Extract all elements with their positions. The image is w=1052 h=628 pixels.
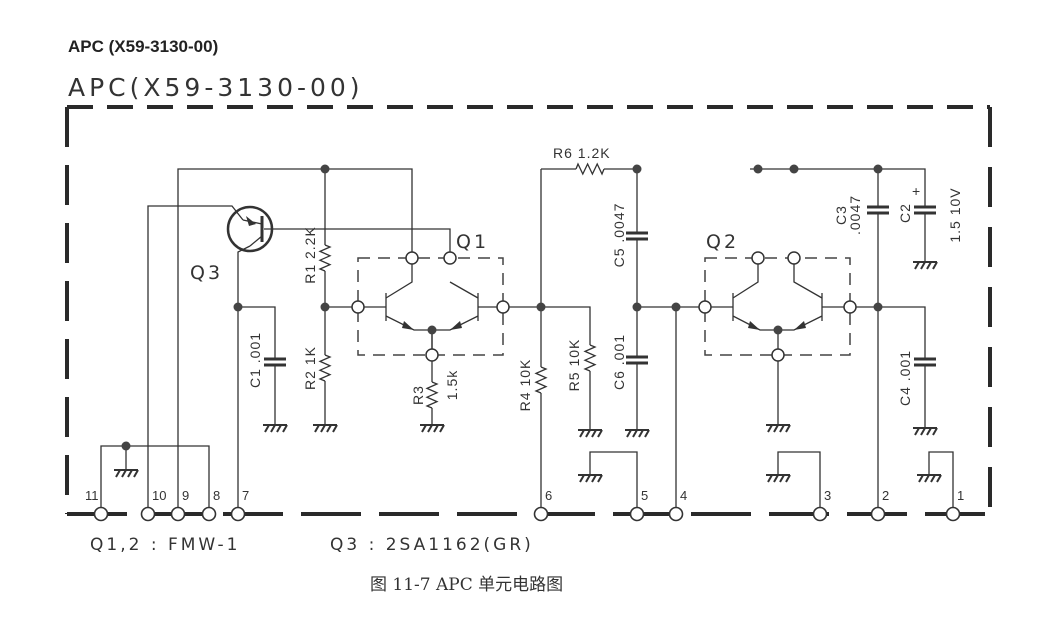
r1-label: R1 2.2K xyxy=(302,226,318,284)
r3-resistor-icon xyxy=(425,381,439,409)
transistor-pin-terminal xyxy=(787,251,801,265)
pin-number-label: 1 xyxy=(957,488,964,503)
c6-label: C6 .001 xyxy=(611,334,627,390)
junction-dot xyxy=(320,164,330,174)
r3-value-label: 1.5k xyxy=(444,370,460,400)
ground-icon xyxy=(917,474,942,483)
figure-caption: 图 11-7 APC 单元电路图 xyxy=(370,575,563,595)
junction-dot xyxy=(233,302,243,312)
ground-icon xyxy=(766,474,791,483)
c4-label: C4 .001 xyxy=(897,350,913,406)
r6-resistor-icon xyxy=(575,162,605,176)
connector-pin-1 xyxy=(945,506,961,522)
pin-number-label: 8 xyxy=(213,488,220,503)
r2-label: R2 1K xyxy=(302,346,318,390)
transistor-pin-terminal xyxy=(843,300,857,314)
c5-capacitor-icon xyxy=(626,231,648,241)
c2-polarity: + xyxy=(912,183,921,199)
r2-resistor-icon xyxy=(318,354,332,382)
transistor-pin-terminal xyxy=(496,300,510,314)
c3-capacitor-icon xyxy=(867,205,889,215)
junction-dot xyxy=(773,325,783,335)
q12-part-number: Q1,2 : FMW-1 xyxy=(90,535,240,555)
connector-pin-4 xyxy=(668,506,684,522)
ground-icon xyxy=(420,424,445,433)
q2-label: Q2 xyxy=(706,231,739,253)
c5-label: C5 .0047 xyxy=(611,203,627,268)
c2-capacitor-icon xyxy=(914,205,936,215)
c1-capacitor-icon xyxy=(264,357,286,367)
c4-capacitor-icon xyxy=(914,357,936,367)
connector-pin-6 xyxy=(533,506,549,522)
connector-pin-7 xyxy=(230,506,246,522)
ground-icon xyxy=(313,424,338,433)
pin-number-label: 5 xyxy=(641,488,648,503)
c1-label: C1 .001 xyxy=(247,332,263,388)
connector-pin-3 xyxy=(812,506,828,522)
junction-dot xyxy=(873,302,883,312)
junction-dot xyxy=(873,164,883,174)
transistor-pin-terminal xyxy=(698,300,712,314)
pin-number-label: 2 xyxy=(882,488,889,503)
transistor-pin-terminal xyxy=(751,251,765,265)
pin-number-label: 11 xyxy=(85,488,99,503)
r6-label: R6 1.2K xyxy=(553,145,611,161)
r3-label: R3 xyxy=(410,385,426,405)
c6-capacitor-icon xyxy=(626,355,648,365)
pin-number-label: 3 xyxy=(824,488,831,503)
transistor-pin-terminal xyxy=(351,300,365,314)
connector-pin-5 xyxy=(629,506,645,522)
connector-pin-9 xyxy=(170,506,186,522)
junction-dot xyxy=(671,302,681,312)
pin-number-label: 10 xyxy=(152,488,166,503)
page-title: APC (X59-3130-00) xyxy=(68,37,218,56)
ground-icon xyxy=(913,427,938,436)
junction-dot xyxy=(536,302,546,312)
junction-dot xyxy=(427,325,437,335)
connector-pin-10 xyxy=(140,506,156,522)
c2-label: C2 xyxy=(897,203,913,223)
pin-number-label: 4 xyxy=(680,488,687,503)
r5-resistor-icon xyxy=(583,344,597,372)
junction-dot xyxy=(632,302,642,312)
transistor-pin-terminal xyxy=(771,348,785,362)
connector-pin-8 xyxy=(201,506,217,522)
junction-dot xyxy=(632,164,642,174)
ground-icon xyxy=(913,261,938,270)
ground-icon xyxy=(578,429,603,438)
c3-value-label: .0047 xyxy=(847,195,863,235)
c3-label: C3 xyxy=(833,205,849,225)
r1-resistor-icon xyxy=(318,244,332,272)
r4-resistor-icon xyxy=(534,366,548,394)
junction-dot xyxy=(320,302,330,312)
junction-dot xyxy=(121,441,131,451)
unit-border xyxy=(65,105,992,516)
connector-pin-2 xyxy=(870,506,886,522)
transistor-pin-terminal xyxy=(425,348,439,362)
ground-icon xyxy=(625,429,650,438)
connector-pin-11 xyxy=(93,506,109,522)
r5-label: R5 10K xyxy=(566,339,582,392)
q3-part-number: Q3 : 2SA1162(GR) xyxy=(330,535,534,555)
q3-emitter-arrow xyxy=(246,216,256,226)
transistor-pin-terminal xyxy=(405,251,419,265)
pin-number-label: 9 xyxy=(182,488,189,503)
q1-label: Q1 xyxy=(456,231,489,253)
transistor-pin-terminal xyxy=(443,251,457,265)
q3-transistor-symbol xyxy=(226,205,274,253)
diagram-title: APC(X59-3130-00) xyxy=(68,73,364,102)
junction-dot xyxy=(753,164,763,174)
c2-value-label: 1.5 10V xyxy=(947,187,963,242)
ground-icon xyxy=(263,424,288,433)
ground-icon xyxy=(766,424,791,433)
r4-label: R4 10K xyxy=(517,359,533,412)
pin-number-label: 7 xyxy=(242,488,249,503)
pin-number-label: 6 xyxy=(545,488,552,503)
junction-dot xyxy=(789,164,799,174)
ground-icon xyxy=(578,474,603,483)
q3-label: Q3 xyxy=(190,262,223,284)
ground-icon xyxy=(114,469,139,478)
